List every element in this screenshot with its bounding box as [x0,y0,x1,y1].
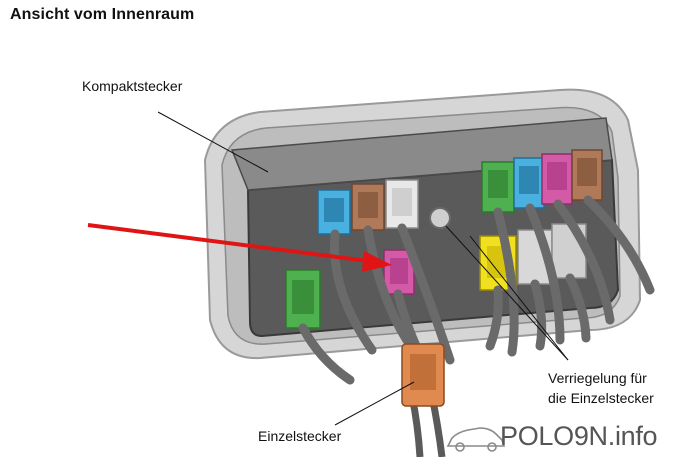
kompaktstecker-label: Kompaktstecker [82,78,183,94]
connector-magenta-right [541,153,573,205]
car-silhouette-icon [446,427,506,452]
verriegelung-label-line1: Verriegelung für [548,370,647,386]
connector-green-lower-left [285,269,321,329]
red-arrow-icon [362,251,392,272]
connector-brown-left [351,183,385,231]
verriegelung-label: Verriegelung für die Einzelstecker [548,368,688,408]
polo9n-logo: POLO9N.info [442,418,658,454]
connector-brown-right [571,149,603,201]
kompaktstecker-leader [157,111,269,173]
locking-latch [429,207,451,229]
connector-blue-right [513,157,545,209]
logo-text: POLO9N.info [500,420,658,451]
cable-bundle [298,195,655,385]
connector-green-right [481,161,515,213]
connector-blue-left [317,189,351,235]
single-connector-orange [401,343,446,457]
verriegelung-label-line2: die Einzelstecker [548,390,654,406]
einzelstecker-label: Einzelstecker [258,428,342,444]
housing-top-face [230,117,613,191]
page-title: Ansicht vom Innenraum [10,6,195,23]
verriegelung-leader-1 [445,225,569,361]
verriegelung-leader-2 [469,235,569,361]
connector-white-left [385,179,419,229]
red-arrow-shaft [87,223,369,263]
einzelstecker-leader [334,381,415,426]
